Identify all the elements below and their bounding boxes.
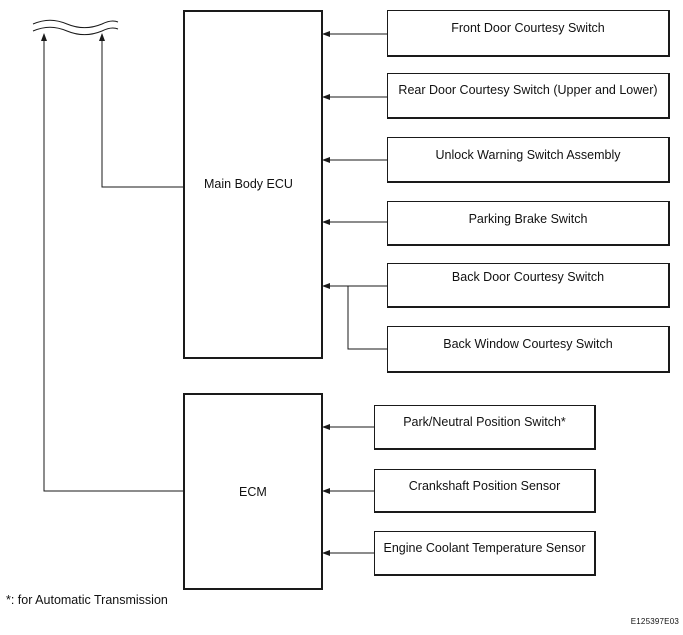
back-window-courtesy-switch-box: Back Window Courtesy Switch (387, 326, 670, 373)
back-door-courtesy-switch-box: Back Door Courtesy Switch (387, 263, 670, 308)
parking-brake-switch-label: Parking Brake Switch (468, 212, 588, 226)
footnote: *: for Automatic Transmission (6, 593, 168, 607)
engine-coolant-temperature-sensor-label: Engine Coolant Temperature Sensor (383, 541, 586, 555)
unlock-warning-switch-box: Unlock Warning Switch Assembly (387, 137, 670, 183)
front-door-courtesy-switch-label: Front Door Courtesy Switch (451, 21, 605, 35)
crankshaft-position-sensor-label: Crankshaft Position Sensor (408, 479, 561, 493)
ecm-box: ECM (183, 393, 323, 590)
line-ecm-output (41, 33, 183, 492)
main-body-ecu-label: Main Body ECU (204, 177, 293, 191)
back-window-courtesy-switch-label: Back Window Courtesy Switch (443, 337, 613, 351)
rear-door-courtesy-switch-box: Rear Door Courtesy Switch (Upper and Low… (387, 73, 670, 119)
unlock-warning-switch-label: Unlock Warning Switch Assembly (435, 148, 621, 162)
ecm-label: ECM (239, 485, 267, 499)
line-main-ecu-output (99, 33, 183, 188)
front-door-courtesy-switch-box: Front Door Courtesy Switch (387, 10, 670, 57)
line-back-window (347, 286, 387, 350)
crankshaft-position-sensor-box: Crankshaft Position Sensor (374, 469, 596, 513)
engine-coolant-temperature-sensor-box: Engine Coolant Temperature Sensor (374, 531, 596, 576)
park-neutral-position-switch-label: Park/Neutral Position Switch* (403, 415, 566, 429)
figure-code: E125397E03 (630, 617, 679, 626)
park-neutral-position-switch-box: Park/Neutral Position Switch* (374, 405, 596, 450)
bus-break-symbol (32, 19, 119, 36)
main-body-ecu-box: Main Body ECU (183, 10, 323, 359)
back-door-courtesy-switch-label: Back Door Courtesy Switch (451, 270, 605, 284)
rear-door-courtesy-switch-label: Rear Door Courtesy Switch (Upper and Low… (398, 83, 658, 97)
parking-brake-switch-box: Parking Brake Switch (387, 201, 670, 246)
